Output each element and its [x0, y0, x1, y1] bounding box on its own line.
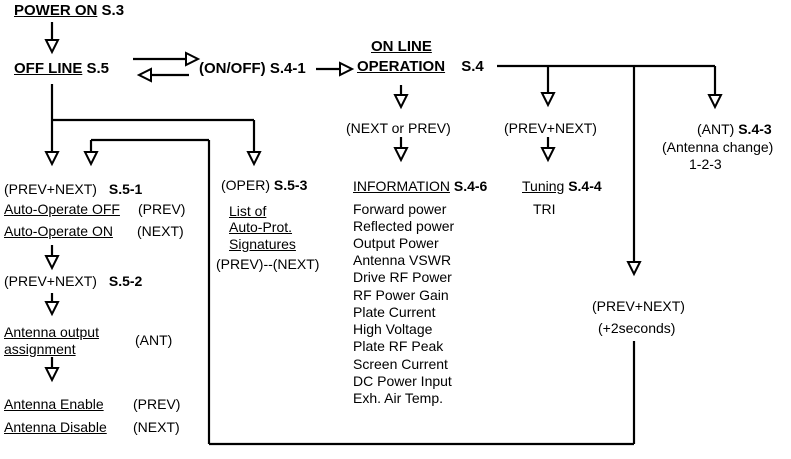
info-item: Drive RF Power — [353, 269, 452, 285]
operation-node: OPERATION S.4 — [357, 59, 484, 75]
ant-top-label: (ANT) — [697, 121, 735, 137]
info-item: DC Power Input — [353, 373, 452, 389]
power-on-label: POWER ON — [14, 2, 98, 19]
information-label: INFORMATION — [353, 178, 450, 194]
oper-keys-label: (PREV)--(NEXT) — [216, 256, 320, 272]
oper-label: (OPER) — [221, 177, 270, 193]
oper-ref: S.5-3 — [273, 177, 308, 193]
info-item: RF Power Gain — [353, 287, 449, 303]
antenna-output-label-1: Antenna output — [4, 324, 99, 340]
on-off-node: (ON/OFF) S.4-1 — [199, 61, 306, 77]
prev-next-2-label: (PREV+NEXT) — [4, 273, 97, 289]
operation-label: OPERATION — [357, 58, 446, 75]
operation-ref: S.4 — [461, 58, 484, 75]
prev-next-1-ref: S.5-1 — [108, 181, 143, 197]
antenna-output-key: (ANT) — [135, 332, 173, 348]
antenna-disable-key: (NEXT) — [133, 419, 180, 435]
ant-top-node: (ANT) S.4-3 — [697, 121, 772, 137]
off-line-label: OFF LINE — [14, 60, 83, 77]
signatures-label: Signatures — [229, 236, 296, 252]
auto-prot-label: Auto-Prot. — [229, 219, 293, 235]
antenna-disable-label: Antenna Disable — [4, 419, 107, 435]
info-item: Plate Current — [353, 304, 436, 320]
antenna-change-label: (Antenna change) — [662, 139, 774, 155]
antenna-enable-key: (PREV) — [133, 396, 181, 412]
antenna-enable-label: Antenna Enable — [4, 396, 104, 412]
prev-next-1-label: (PREV+NEXT) — [4, 181, 97, 197]
antenna-output-label-2: assignment — [4, 341, 76, 357]
on-line-label: ON LINE — [371, 38, 432, 55]
prev-next-2-node: (PREV+NEXT) S.5-2 — [4, 273, 142, 289]
auto-operate-on-key: (NEXT) — [137, 223, 184, 239]
information-node: INFORMATION S.4-6 — [353, 178, 487, 194]
antenna-choices-label: 1-2-3 — [689, 156, 722, 172]
info-item: Reflected power — [353, 218, 455, 234]
auto-operate-off-label: Auto-Operate OFF — [4, 201, 120, 217]
prev-next-2-ref: S.5-2 — [108, 273, 143, 289]
info-item: Output Power — [353, 235, 439, 251]
ant-top-ref: S.4-3 — [738, 121, 772, 137]
auto-operate-off-key: (PREV) — [138, 201, 186, 217]
info-item: Forward power — [353, 201, 447, 217]
on-off-ref: S.4-1 — [269, 60, 306, 77]
power-on-node: POWER ON S.3 — [14, 3, 124, 19]
info-item: Plate RF Peak — [353, 338, 444, 354]
tuning-label: Tuning — [522, 178, 565, 194]
tuning-node: Tuning S.4-4 — [522, 178, 602, 194]
prev-next-top-label: (PREV+NEXT) — [504, 120, 597, 136]
auto-operate-on-label: Auto-Operate ON — [4, 223, 113, 239]
info-item: Exh. Air Temp. — [353, 390, 444, 406]
tuning-sub-label: TRI — [533, 201, 556, 217]
prev-next-right-sub: (+2seconds) — [598, 320, 676, 336]
power-on-ref: S.3 — [101, 2, 125, 19]
off-line-ref: S.5 — [86, 60, 110, 77]
info-item: High Voltage — [353, 321, 433, 337]
oper-node: (OPER) S.5-3 — [221, 177, 307, 193]
tuning-ref: S.4-4 — [568, 178, 602, 194]
information-ref: S.4-6 — [453, 178, 488, 194]
on-off-label: (ON/OFF) — [199, 60, 266, 77]
prev-next-1-node: (PREV+NEXT) S.5-1 — [4, 181, 142, 197]
list-of-label: List of — [229, 203, 267, 219]
info-item: Screen Current — [353, 356, 448, 372]
info-item: Antenna VSWR — [353, 252, 452, 268]
next-or-prev-label: (NEXT or PREV) — [346, 120, 451, 136]
off-line-node: OFF LINE S.5 — [14, 61, 109, 77]
prev-next-right-label: (PREV+NEXT) — [592, 298, 685, 314]
